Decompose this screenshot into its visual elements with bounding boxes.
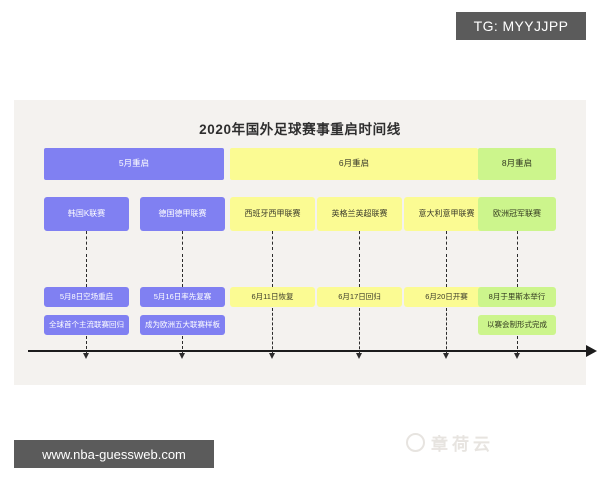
league-box-laliga: 西班牙西甲联赛 — [230, 197, 315, 231]
trailing-dash-4 — [359, 308, 360, 354]
note-label: 以赛会制形式完成 — [487, 319, 547, 329]
date-label: 5月16日率先复赛 — [153, 291, 212, 301]
watermark: 章荷云 — [406, 430, 494, 455]
connector-dash-down-3 — [272, 254, 273, 287]
league-label: 德国德甲联赛 — [158, 209, 207, 219]
site-url-label: www.nba-guessweb.com — [42, 446, 186, 462]
connector-dash-up-6 — [517, 231, 518, 250]
timeline-arrow-head-icon — [586, 345, 597, 357]
league-box-champions-league: 欧洲冠军联赛 — [478, 197, 556, 231]
date-label: 8月于里斯本举行 — [488, 291, 546, 301]
phase-bar-may: 5月重启 — [44, 148, 224, 180]
connector-dash-down-6 — [517, 254, 518, 287]
tg-badge-label: TG: MYYJJPP — [473, 18, 569, 34]
phase-bar-june-label: 6月重启 — [338, 158, 370, 169]
trailing-dash-1 — [86, 336, 87, 354]
trailing-dash-5 — [446, 308, 447, 354]
phase-bar-august-label: 8月重启 — [501, 158, 533, 169]
league-label: 西班牙西甲联赛 — [244, 209, 301, 219]
connector-dash-down-1 — [86, 254, 87, 287]
connector-dash-up-3 — [272, 231, 273, 250]
connector-dash-up-2 — [182, 231, 183, 250]
tg-badge: TG: MYYJJPP — [456, 12, 586, 40]
trailing-dash-3 — [272, 308, 273, 354]
league-box-k-league: 韩国K联赛 — [44, 197, 129, 231]
site-url-bar: www.nba-guessweb.com — [14, 440, 214, 468]
trailing-arrow-2-icon — [178, 353, 185, 359]
trailing-arrow-6-icon — [513, 353, 520, 359]
phase-bar-june: 6月重启 — [230, 148, 478, 180]
trailing-dash-6 — [517, 336, 518, 354]
date-box-champions-league: 8月于里斯本举行 — [478, 287, 556, 307]
trailing-arrow-4-icon — [355, 353, 362, 359]
date-label: 5月8日空场重启 — [59, 291, 114, 301]
trailing-arrow-1-icon — [82, 353, 89, 359]
connector-dash-down-5 — [446, 254, 447, 287]
phase-bar-august: 8月重启 — [478, 148, 556, 180]
date-label: 6月17日回归 — [338, 291, 381, 301]
phase-bar-may-label: 5月重启 — [118, 158, 150, 169]
connector-dash-down-4 — [359, 254, 360, 287]
league-box-serie-a: 意大利意甲联赛 — [404, 197, 489, 231]
date-box-k-league: 5月8日空场重启 — [44, 287, 129, 307]
trailing-arrow-3-icon — [268, 353, 275, 359]
league-label: 韩国K联赛 — [67, 209, 106, 219]
date-box-laliga: 6月11日恢复 — [230, 287, 315, 307]
connector-dash-up-1 — [86, 231, 87, 250]
date-box-premier-league: 6月17日回归 — [317, 287, 402, 307]
date-box-serie-a: 6月20日开赛 — [404, 287, 489, 307]
watermark-logo-icon — [406, 433, 425, 452]
league-label: 英格兰英超联赛 — [331, 209, 388, 219]
date-label: 6月20日开赛 — [425, 291, 468, 301]
trailing-dash-2 — [182, 336, 183, 354]
trailing-arrow-5-icon — [442, 353, 449, 359]
league-label: 意大利意甲联赛 — [418, 209, 475, 219]
league-box-premier-league: 英格兰英超联赛 — [317, 197, 402, 231]
connector-dash-up-5 — [446, 231, 447, 250]
note-box-champions-league: 以赛会制形式完成 — [478, 315, 556, 335]
note-label: 全球首个主流联赛回归 — [49, 319, 124, 329]
league-box-bundesliga: 德国德甲联赛 — [140, 197, 225, 231]
timeline-axis — [28, 350, 586, 352]
note-label: 成为欧洲五大联赛样板 — [145, 319, 220, 329]
league-label: 欧洲冠军联赛 — [493, 209, 541, 219]
note-box-k-league: 全球首个主流联赛回归 — [44, 315, 129, 335]
date-label: 6月11日恢复 — [251, 291, 294, 301]
connector-dash-up-4 — [359, 231, 360, 250]
timeline-panel: 2020年国外足球赛事重启时间线 5月重启 6月重启 8月重启 韩国K联赛 德国… — [14, 100, 597, 454]
watermark-text: 章荷云 — [431, 435, 494, 454]
date-box-bundesliga: 5月16日率先复赛 — [140, 287, 225, 307]
page-title: 2020年国外足球赛事重启时间线 — [199, 122, 401, 137]
connector-dash-down-2 — [182, 254, 183, 287]
note-box-bundesliga: 成为欧洲五大联赛样板 — [140, 315, 225, 335]
